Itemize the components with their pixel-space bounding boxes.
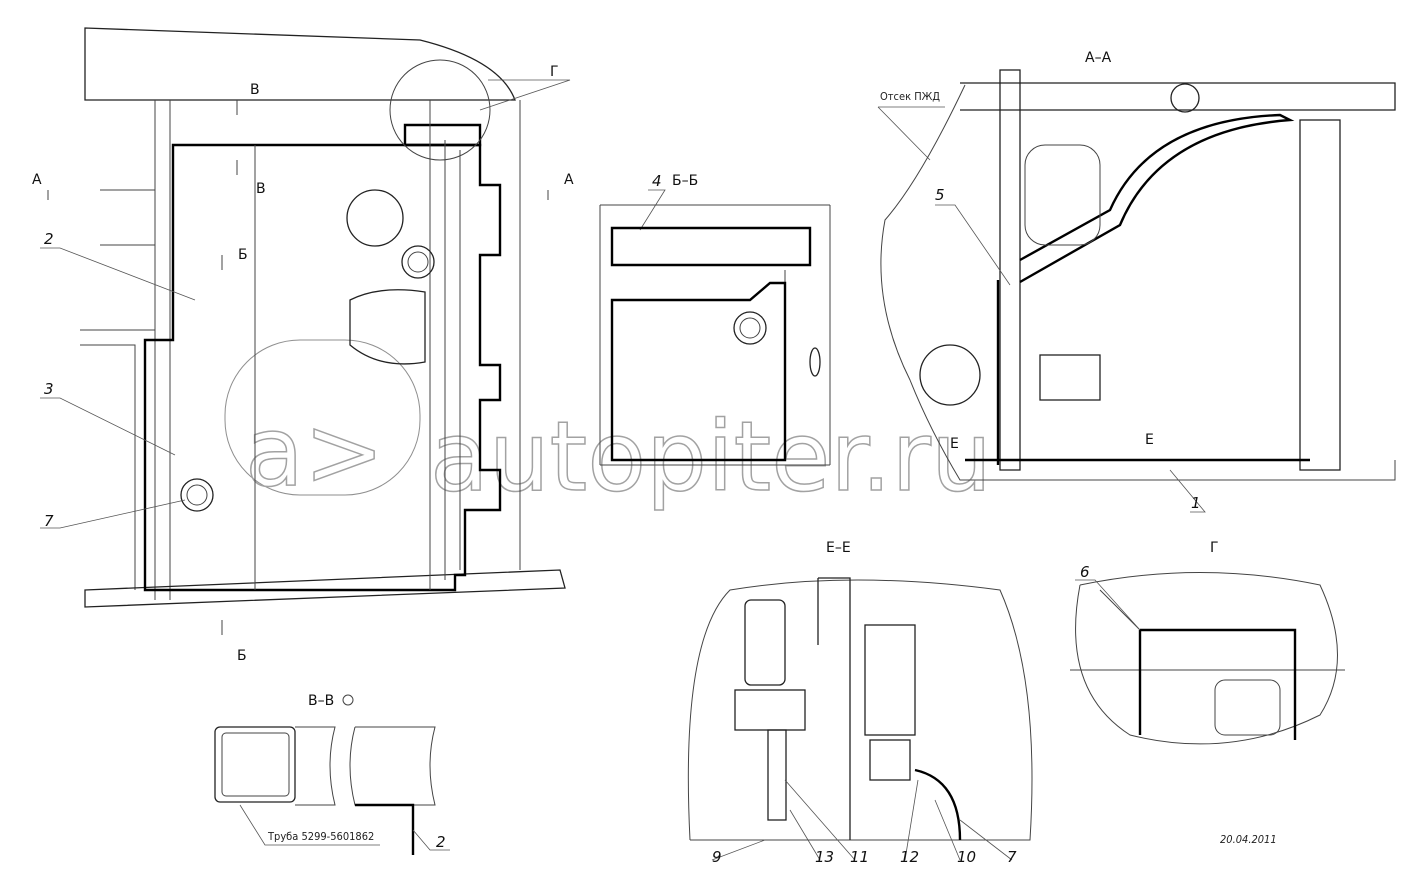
- main-view: В В Г А А Б Б 2 3 7: [32, 27, 574, 664]
- view-title: Г: [1210, 540, 1219, 556]
- detail-mark-G: Г: [550, 64, 559, 80]
- section-mark-Bb: Б: [238, 247, 248, 263]
- view-title: Е–Е: [826, 540, 851, 556]
- callout-10: 10: [957, 848, 976, 866]
- callout-6: 6: [1080, 563, 1090, 581]
- callout-13: 13: [815, 848, 834, 866]
- view-title: А–А: [1085, 50, 1112, 66]
- callout-2: 2: [44, 230, 54, 248]
- section-mark-A: А: [564, 172, 574, 188]
- callout-5: 5: [935, 186, 945, 204]
- section-mark-B: В: [256, 181, 266, 197]
- view-G: Г 6: [1070, 540, 1345, 745]
- section-mark-E: Е: [1145, 432, 1154, 448]
- callout-7: 7: [44, 512, 54, 530]
- svg-text:a>: a>: [245, 396, 384, 508]
- section-mark-Bb: Б: [237, 648, 247, 664]
- pipe-label: Труба 5299-5601862: [267, 830, 374, 843]
- callout-11: 11: [850, 848, 869, 866]
- drawing-date: 20.04.2011: [1220, 833, 1277, 846]
- section-mark-B: В: [250, 82, 260, 98]
- callout-9: 9: [712, 848, 722, 866]
- view-VV: В–В Труба 5299-5601862 2: [214, 693, 450, 855]
- section-mark-E: Е: [950, 436, 959, 452]
- section-mark-A: А: [32, 172, 42, 188]
- view-AA: А–А Отсек ПЖД 5 1 Е Е: [877, 50, 1396, 513]
- watermark-logo: a> autopiter.ru: [224, 339, 993, 514]
- callout-4: 4: [652, 172, 662, 190]
- callout-7: 7: [1007, 848, 1017, 866]
- view-title: Б–Б: [672, 173, 698, 189]
- view-EE: Е–Е 9 13 11 12 10 7: [687, 540, 1033, 866]
- view-BB: Б–Б 4: [599, 172, 831, 466]
- view-title: В–В: [308, 693, 334, 709]
- compartment-label: Отсек ПЖД: [880, 90, 940, 103]
- callout-12: 12: [900, 848, 919, 866]
- callout-2: 2: [436, 833, 446, 851]
- callout-3: 3: [44, 380, 54, 398]
- callout-1: 1: [1191, 494, 1201, 512]
- opening-circle: [346, 189, 404, 247]
- svg-text:autopiter.ru: autopiter.ru: [430, 401, 992, 513]
